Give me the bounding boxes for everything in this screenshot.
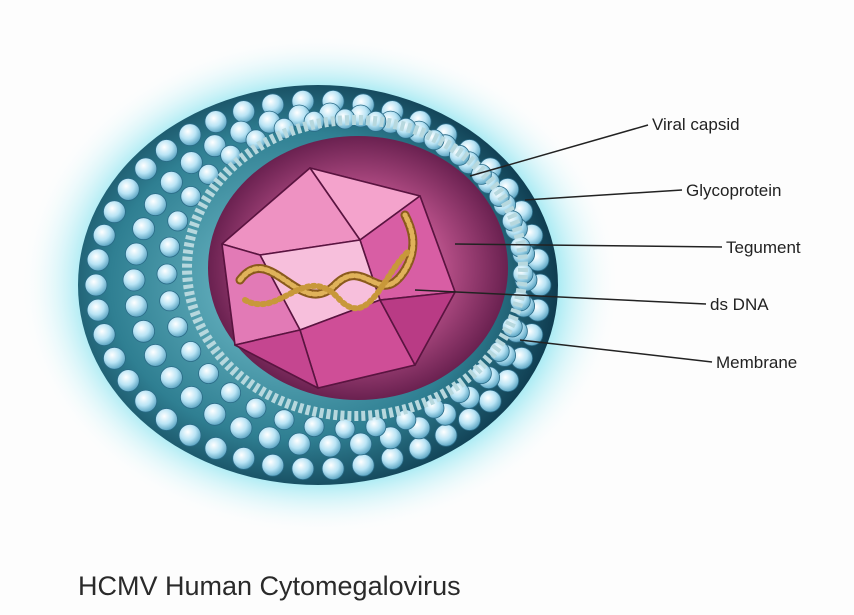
- glycoprotein-bead: [350, 433, 372, 455]
- label-glycoprotein: Glycoprotein: [686, 181, 781, 201]
- glycoprotein-bead: [160, 171, 182, 193]
- glycoprotein-bead: [160, 291, 180, 311]
- glycoprotein-bead: [133, 320, 155, 342]
- label-membrane: Membrane: [716, 353, 797, 373]
- glycoprotein-bead: [135, 390, 157, 412]
- glycoprotein-bead: [87, 249, 109, 271]
- glycoprotein-bead: [510, 237, 530, 257]
- glycoprotein-bead: [352, 454, 374, 476]
- glycoprotein-bead: [133, 218, 155, 240]
- glycoprotein-bead: [93, 324, 115, 346]
- glycoprotein-bead: [233, 101, 255, 123]
- glycoprotein-bead: [179, 124, 201, 146]
- glycoprotein-bead: [424, 398, 444, 418]
- glycoprotein-bead: [381, 447, 403, 469]
- glycoprotein-bead: [205, 111, 227, 133]
- glycoprotein-bead: [125, 243, 147, 265]
- glycoprotein-bead: [262, 454, 284, 476]
- glycoprotein-bead: [123, 269, 145, 291]
- glycoprotein-bead: [409, 437, 431, 459]
- glycoprotein-bead: [181, 342, 201, 362]
- glycoprotein-bead: [335, 419, 355, 439]
- glycoprotein-bead: [510, 291, 530, 311]
- glycoprotein-bead: [233, 447, 255, 469]
- glycoprotein-bead: [292, 458, 314, 480]
- glycoprotein-bead: [274, 410, 294, 430]
- glycoprotein-bead: [479, 390, 501, 412]
- glycoprotein-bead: [513, 264, 533, 284]
- glycoprotein-bead: [87, 299, 109, 321]
- glycoprotein-bead: [125, 295, 147, 317]
- glycoprotein-bead: [199, 364, 219, 384]
- glycoprotein-bead: [258, 427, 280, 449]
- glycoprotein-bead: [288, 433, 310, 455]
- glycoprotein-bead: [93, 224, 115, 246]
- glycoprotein-bead: [435, 424, 457, 446]
- glycoprotein-bead: [160, 367, 182, 389]
- glycoprotein-bead: [205, 437, 227, 459]
- glycoprotein-bead: [246, 398, 266, 418]
- glycoprotein-bead: [204, 403, 226, 425]
- glycoprotein-bead: [396, 118, 416, 138]
- figure-caption: HCMV Human Cytomegalovirus: [78, 571, 461, 602]
- glycoprotein-bead: [144, 344, 166, 366]
- glycoprotein-bead: [221, 383, 241, 403]
- glycoprotein-bead: [156, 409, 178, 431]
- glycoprotein-bead: [156, 140, 178, 162]
- glycoprotein-bead: [230, 417, 252, 439]
- glycoprotein-bead: [135, 158, 157, 180]
- glycoprotein-bead: [103, 201, 125, 223]
- glycoprotein-bead: [160, 237, 180, 257]
- glycoprotein-bead: [168, 211, 188, 231]
- glycoprotein-bead: [117, 370, 139, 392]
- glycoprotein-bead: [497, 370, 519, 392]
- glycoprotein-bead: [180, 386, 202, 408]
- label-viral-capsid: Viral capsid: [652, 115, 740, 135]
- glycoprotein-bead: [103, 347, 125, 369]
- glycoprotein-bead: [319, 435, 341, 457]
- glycoprotein-bead: [157, 264, 177, 284]
- glycoprotein-bead: [181, 187, 201, 207]
- glycoprotein-bead: [322, 458, 344, 480]
- label-tegument: Tegument: [726, 238, 801, 258]
- glycoprotein-bead: [304, 417, 324, 437]
- glycoprotein-bead: [459, 409, 481, 431]
- glycoprotein-bead: [144, 194, 166, 216]
- glycoprotein-bead: [179, 424, 201, 446]
- label-ds-dna: ds DNA: [710, 295, 769, 315]
- glycoprotein-bead: [168, 317, 188, 337]
- glycoprotein-bead: [85, 274, 107, 296]
- glycoprotein-bead: [117, 178, 139, 200]
